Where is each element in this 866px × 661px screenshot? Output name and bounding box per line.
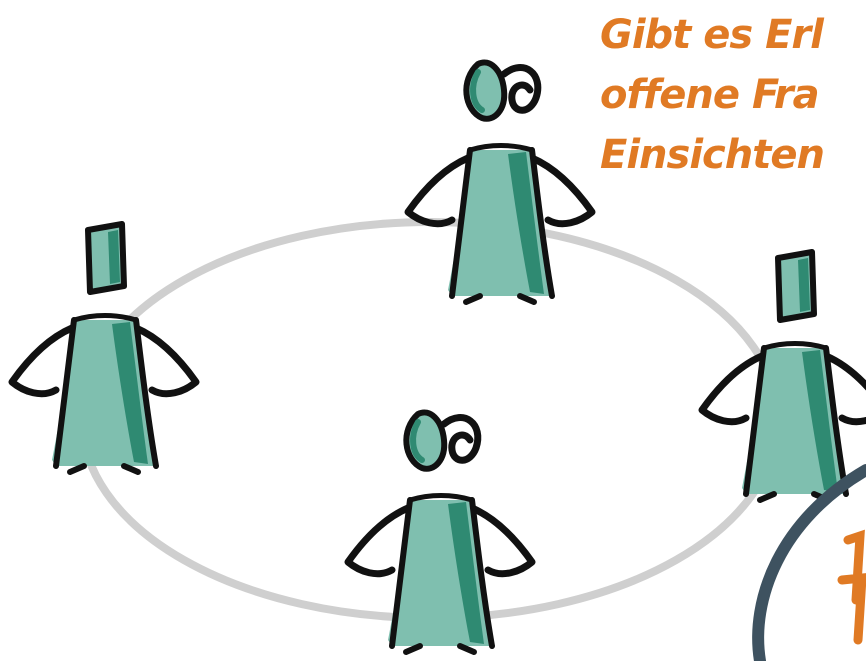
bubble-text-fragment — [837, 529, 866, 645]
caption-line-3: Einsichten — [600, 132, 825, 178]
figure-top — [408, 62, 592, 302]
caption-line-2: offene Fra — [600, 72, 820, 118]
caption-line-1: Gibt es Erl — [600, 12, 824, 58]
figure-right — [702, 252, 866, 500]
speech-bubble — [752, 464, 866, 661]
figure-left — [12, 224, 196, 472]
